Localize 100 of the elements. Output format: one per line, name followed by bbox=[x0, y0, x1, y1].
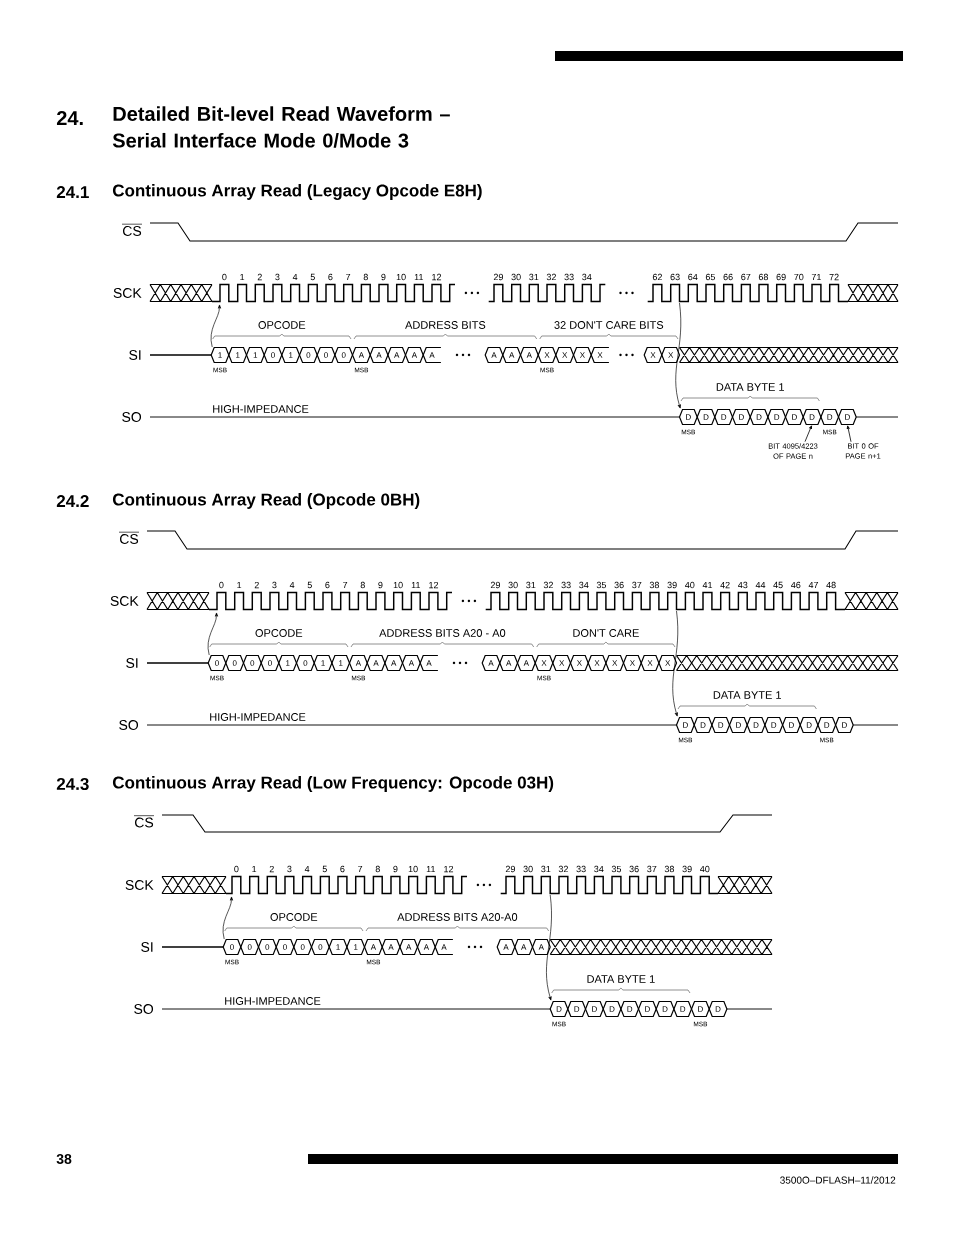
clock-cycle-number: 40 bbox=[700, 865, 710, 873]
clock-cycle-number: 6 bbox=[325, 581, 330, 589]
clock-cycle-number: 48 bbox=[826, 581, 836, 589]
bit-cell: D bbox=[820, 408, 840, 426]
bit-cell: 0 bbox=[275, 938, 295, 956]
clock-cycle-number: 43 bbox=[738, 581, 748, 589]
bit-cell: A bbox=[416, 938, 436, 956]
bit-cell: 1 bbox=[210, 346, 230, 364]
clock-cycle-number: 66 bbox=[723, 273, 733, 281]
signal-name: CS bbox=[118, 531, 140, 544]
bit-cell: D bbox=[584, 1000, 604, 1018]
bit-cell: 0 bbox=[263, 346, 283, 364]
clock-cycle-number: 3 bbox=[275, 273, 280, 281]
bit-cell: D bbox=[673, 1000, 693, 1018]
bit-cell: X bbox=[640, 654, 660, 672]
state-label: HIGH-IMPEDANCE bbox=[210, 713, 306, 721]
clock-cycle-number: 8 bbox=[360, 581, 365, 589]
clock-cycle-number: 1 bbox=[237, 581, 242, 589]
clock-cycle-number: 38 bbox=[649, 581, 659, 589]
clock-cycle-number: 39 bbox=[667, 581, 677, 589]
section-number: 24. bbox=[56, 111, 83, 125]
bit-cell: A bbox=[419, 654, 439, 672]
bit-cell: X bbox=[534, 654, 554, 672]
bit-cell: D bbox=[784, 408, 804, 426]
bracket-label: OPCODE bbox=[258, 321, 306, 329]
bracket-label: OPCODE bbox=[255, 629, 303, 637]
page-number: 38 bbox=[56, 1154, 72, 1164]
bit-cell: D bbox=[690, 1000, 710, 1018]
clock-cycle-number: 33 bbox=[576, 865, 586, 873]
bit-cell: 0 bbox=[257, 938, 277, 956]
clock-cycle-number: 31 bbox=[526, 581, 536, 589]
clock-cycle-number: 7 bbox=[358, 865, 363, 873]
clock-cycle-number: 10 bbox=[396, 273, 406, 281]
clock-cycle-number: 6 bbox=[340, 865, 345, 873]
clock-cycle-number: 3 bbox=[287, 865, 292, 873]
bit-cell: D bbox=[767, 408, 787, 426]
bit-cell: 0 bbox=[310, 938, 330, 956]
bit-cell: A bbox=[381, 938, 401, 956]
clock-cycle-number: 46 bbox=[791, 581, 801, 589]
clock-cycle-number: 4 bbox=[304, 865, 310, 873]
bit-cell: D bbox=[764, 716, 784, 734]
bit-cell: X bbox=[569, 654, 589, 672]
bit-cell: A bbox=[422, 346, 442, 364]
clock-cycle-number: 0 bbox=[219, 581, 224, 589]
bit-cell: 0 bbox=[260, 654, 280, 672]
clock-cycle-number: 11 bbox=[411, 581, 421, 589]
clock-cycle-number: 71 bbox=[811, 273, 821, 281]
clock-cycle-number: 41 bbox=[702, 581, 713, 589]
bit-cell: D bbox=[693, 716, 713, 734]
bit-cell: X bbox=[552, 654, 572, 672]
clock-cycle-number: 4 bbox=[289, 581, 295, 589]
clock-cycle-number: 70 bbox=[794, 273, 804, 281]
bit-cell: X bbox=[643, 346, 663, 364]
bit-cell: 0 bbox=[295, 654, 315, 672]
clock-cycle-number: 31 bbox=[541, 865, 551, 873]
bit-cell: A bbox=[363, 938, 383, 956]
clock-cycle-number: 64 bbox=[688, 273, 698, 281]
section-number: 24.3 bbox=[56, 777, 89, 791]
signal-name: SI bbox=[129, 350, 141, 360]
clock-cycle-number: 32 bbox=[558, 865, 568, 873]
bit-cell: 1 bbox=[245, 346, 265, 364]
signal-name: SI bbox=[141, 942, 153, 952]
clock-cycle-number: 29 bbox=[505, 865, 515, 873]
clock-cycle-number: 65 bbox=[705, 273, 716, 281]
bit-cell: D bbox=[708, 1000, 728, 1018]
bit-cell: A bbox=[514, 938, 534, 956]
signal-name: SO bbox=[134, 1004, 154, 1014]
bit-cell: D bbox=[714, 408, 734, 426]
bit-cell: 0 bbox=[293, 938, 313, 956]
bracket-label: DATA BYTE 1 bbox=[713, 691, 781, 699]
signal-name: CS bbox=[133, 815, 155, 828]
bit-cell: A bbox=[481, 654, 501, 672]
clock-cycle-number: 37 bbox=[647, 865, 657, 873]
section-heading: Continuous Array Read (Legacy Opcode E8H) bbox=[112, 184, 482, 200]
bit-cell: A bbox=[531, 938, 551, 956]
clock-cycle-number: 31 bbox=[529, 273, 539, 281]
clock-cycle-number: 35 bbox=[596, 581, 607, 589]
bit-cell: A bbox=[484, 346, 504, 364]
bit-cell: X bbox=[555, 346, 575, 364]
clock-cycle-number: 34 bbox=[594, 865, 604, 873]
bit-cell: D bbox=[655, 1000, 675, 1018]
clock-cycle-number: 33 bbox=[561, 581, 571, 589]
signal-name: CS bbox=[121, 223, 143, 236]
bracket-label: ADDRESS BITS A20 - A0 bbox=[379, 629, 506, 637]
bracket-label: DON'T CARE bbox=[573, 629, 639, 637]
leader-arrow bbox=[804, 425, 812, 443]
clock-cycle-number: 37 bbox=[632, 581, 642, 589]
clock-cycle-number: 5 bbox=[310, 273, 315, 281]
bracket-label: 32 DON'T CARE BITS bbox=[554, 321, 664, 329]
leader-arrow bbox=[846, 425, 852, 443]
clock-cycle-number: 36 bbox=[629, 865, 639, 873]
clock-cycle-number: 42 bbox=[720, 581, 730, 589]
bracket-label: DATA BYTE 1 bbox=[716, 383, 784, 391]
clock-cycle-number: 44 bbox=[755, 581, 766, 589]
clock-cycle-number: 12 bbox=[429, 581, 439, 589]
clock-cycle-number: 5 bbox=[307, 581, 312, 589]
bit-cell: D bbox=[802, 408, 822, 426]
bit-cell: 0 bbox=[298, 346, 318, 364]
clock-cycle-number: 11 bbox=[414, 273, 424, 281]
clock-cycle-number: 2 bbox=[257, 273, 262, 281]
